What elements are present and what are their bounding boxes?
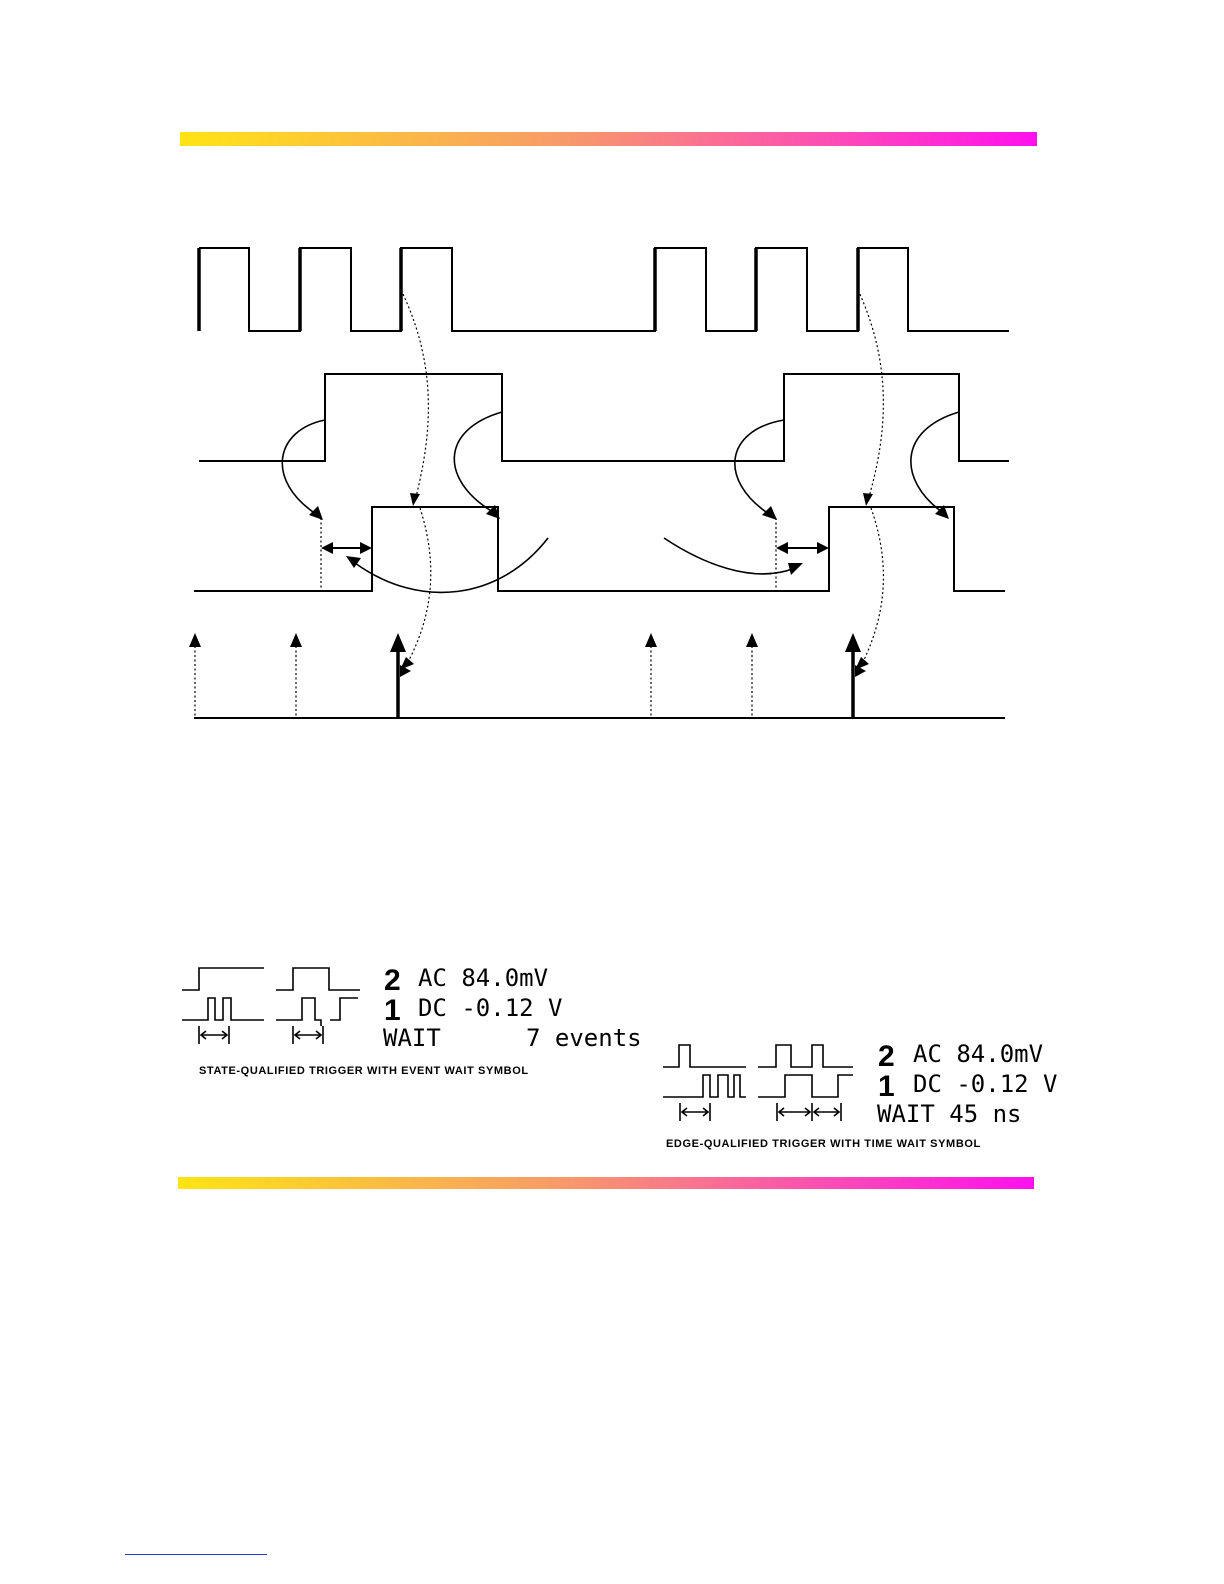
- delay-double-arrow-1: [321, 542, 372, 554]
- dotted-arrow-edge-to-gate-1: [401, 290, 428, 506]
- trigger-marker-2: [845, 633, 866, 718]
- event-marker-1: [189, 633, 201, 718]
- delay-double-arrow-2: [776, 542, 829, 554]
- pulse-train-waveform: [199, 248, 1009, 331]
- dotted-arrow-gate-to-trigger-1: [400, 508, 431, 670]
- event-marker-4: [746, 633, 758, 718]
- edge-wait-label: WAIT 45 ns: [877, 1100, 1022, 1128]
- state-icon-right: [276, 968, 360, 1044]
- state-ch1-number: 1: [384, 994, 401, 1027]
- state-ch2-number: 2: [384, 964, 401, 997]
- state-wait-label: WAIT: [383, 1024, 441, 1052]
- dotted-arrow-gate-to-trigger-2: [855, 508, 883, 670]
- trigger-marker-1: [390, 633, 411, 718]
- event-marker-2: [290, 633, 302, 718]
- causal-arrow-fall-2: [911, 412, 959, 519]
- edge-caption: EDGE-QUALIFIED TRIGGER WITH TIME WAIT SY…: [666, 1138, 981, 1150]
- bottom-gradient-rule: [178, 1177, 1034, 1189]
- sweep-curve-left: [346, 538, 548, 592]
- state-wait-value: 7 events: [526, 1024, 642, 1052]
- edge-icon-right: [758, 1045, 853, 1121]
- timing-diagram: [189, 248, 1009, 718]
- causal-arrow-rise-1: [282, 420, 325, 520]
- state-qualified-trigger-symbol: 2 AC 84.0mV 1 DC -0.12 V WAIT 7 events S…: [182, 964, 642, 1077]
- dotted-arrow-edge-to-gate-2: [858, 290, 883, 506]
- edge-ch1-number: 1: [878, 1070, 895, 1103]
- delayed-gate-waveform: [194, 507, 1005, 591]
- pulse-train-rising-edges: [199, 248, 858, 331]
- footer-link-underline[interactable]: [125, 1554, 267, 1555]
- edge-ch2-number: 2: [878, 1040, 895, 1073]
- edge-ch1-readout: DC -0.12 V: [913, 1070, 1058, 1098]
- event-marker-3: [645, 633, 657, 718]
- causal-arrow-fall-1: [454, 412, 502, 519]
- state-ch2-readout: AC 84.0mV: [418, 964, 548, 992]
- causal-arrow-rise-2: [735, 420, 784, 520]
- qualifier-gate-waveform: [199, 374, 1009, 461]
- edge-ch2-readout: AC 84.0mV: [913, 1040, 1043, 1068]
- state-ch1-readout: DC -0.12 V: [418, 994, 563, 1022]
- sweep-curve-right: [664, 538, 803, 575]
- state-caption: STATE-QUALIFIED TRIGGER WITH EVENT WAIT …: [199, 1065, 529, 1077]
- top-gradient-rule: [180, 132, 1037, 146]
- state-icon-left: [182, 968, 264, 1044]
- edge-icon-left: [663, 1045, 746, 1121]
- edge-qualified-trigger-symbol: 2 AC 84.0mV 1 DC -0.12 V WAIT 45 ns EDGE…: [663, 1040, 1058, 1150]
